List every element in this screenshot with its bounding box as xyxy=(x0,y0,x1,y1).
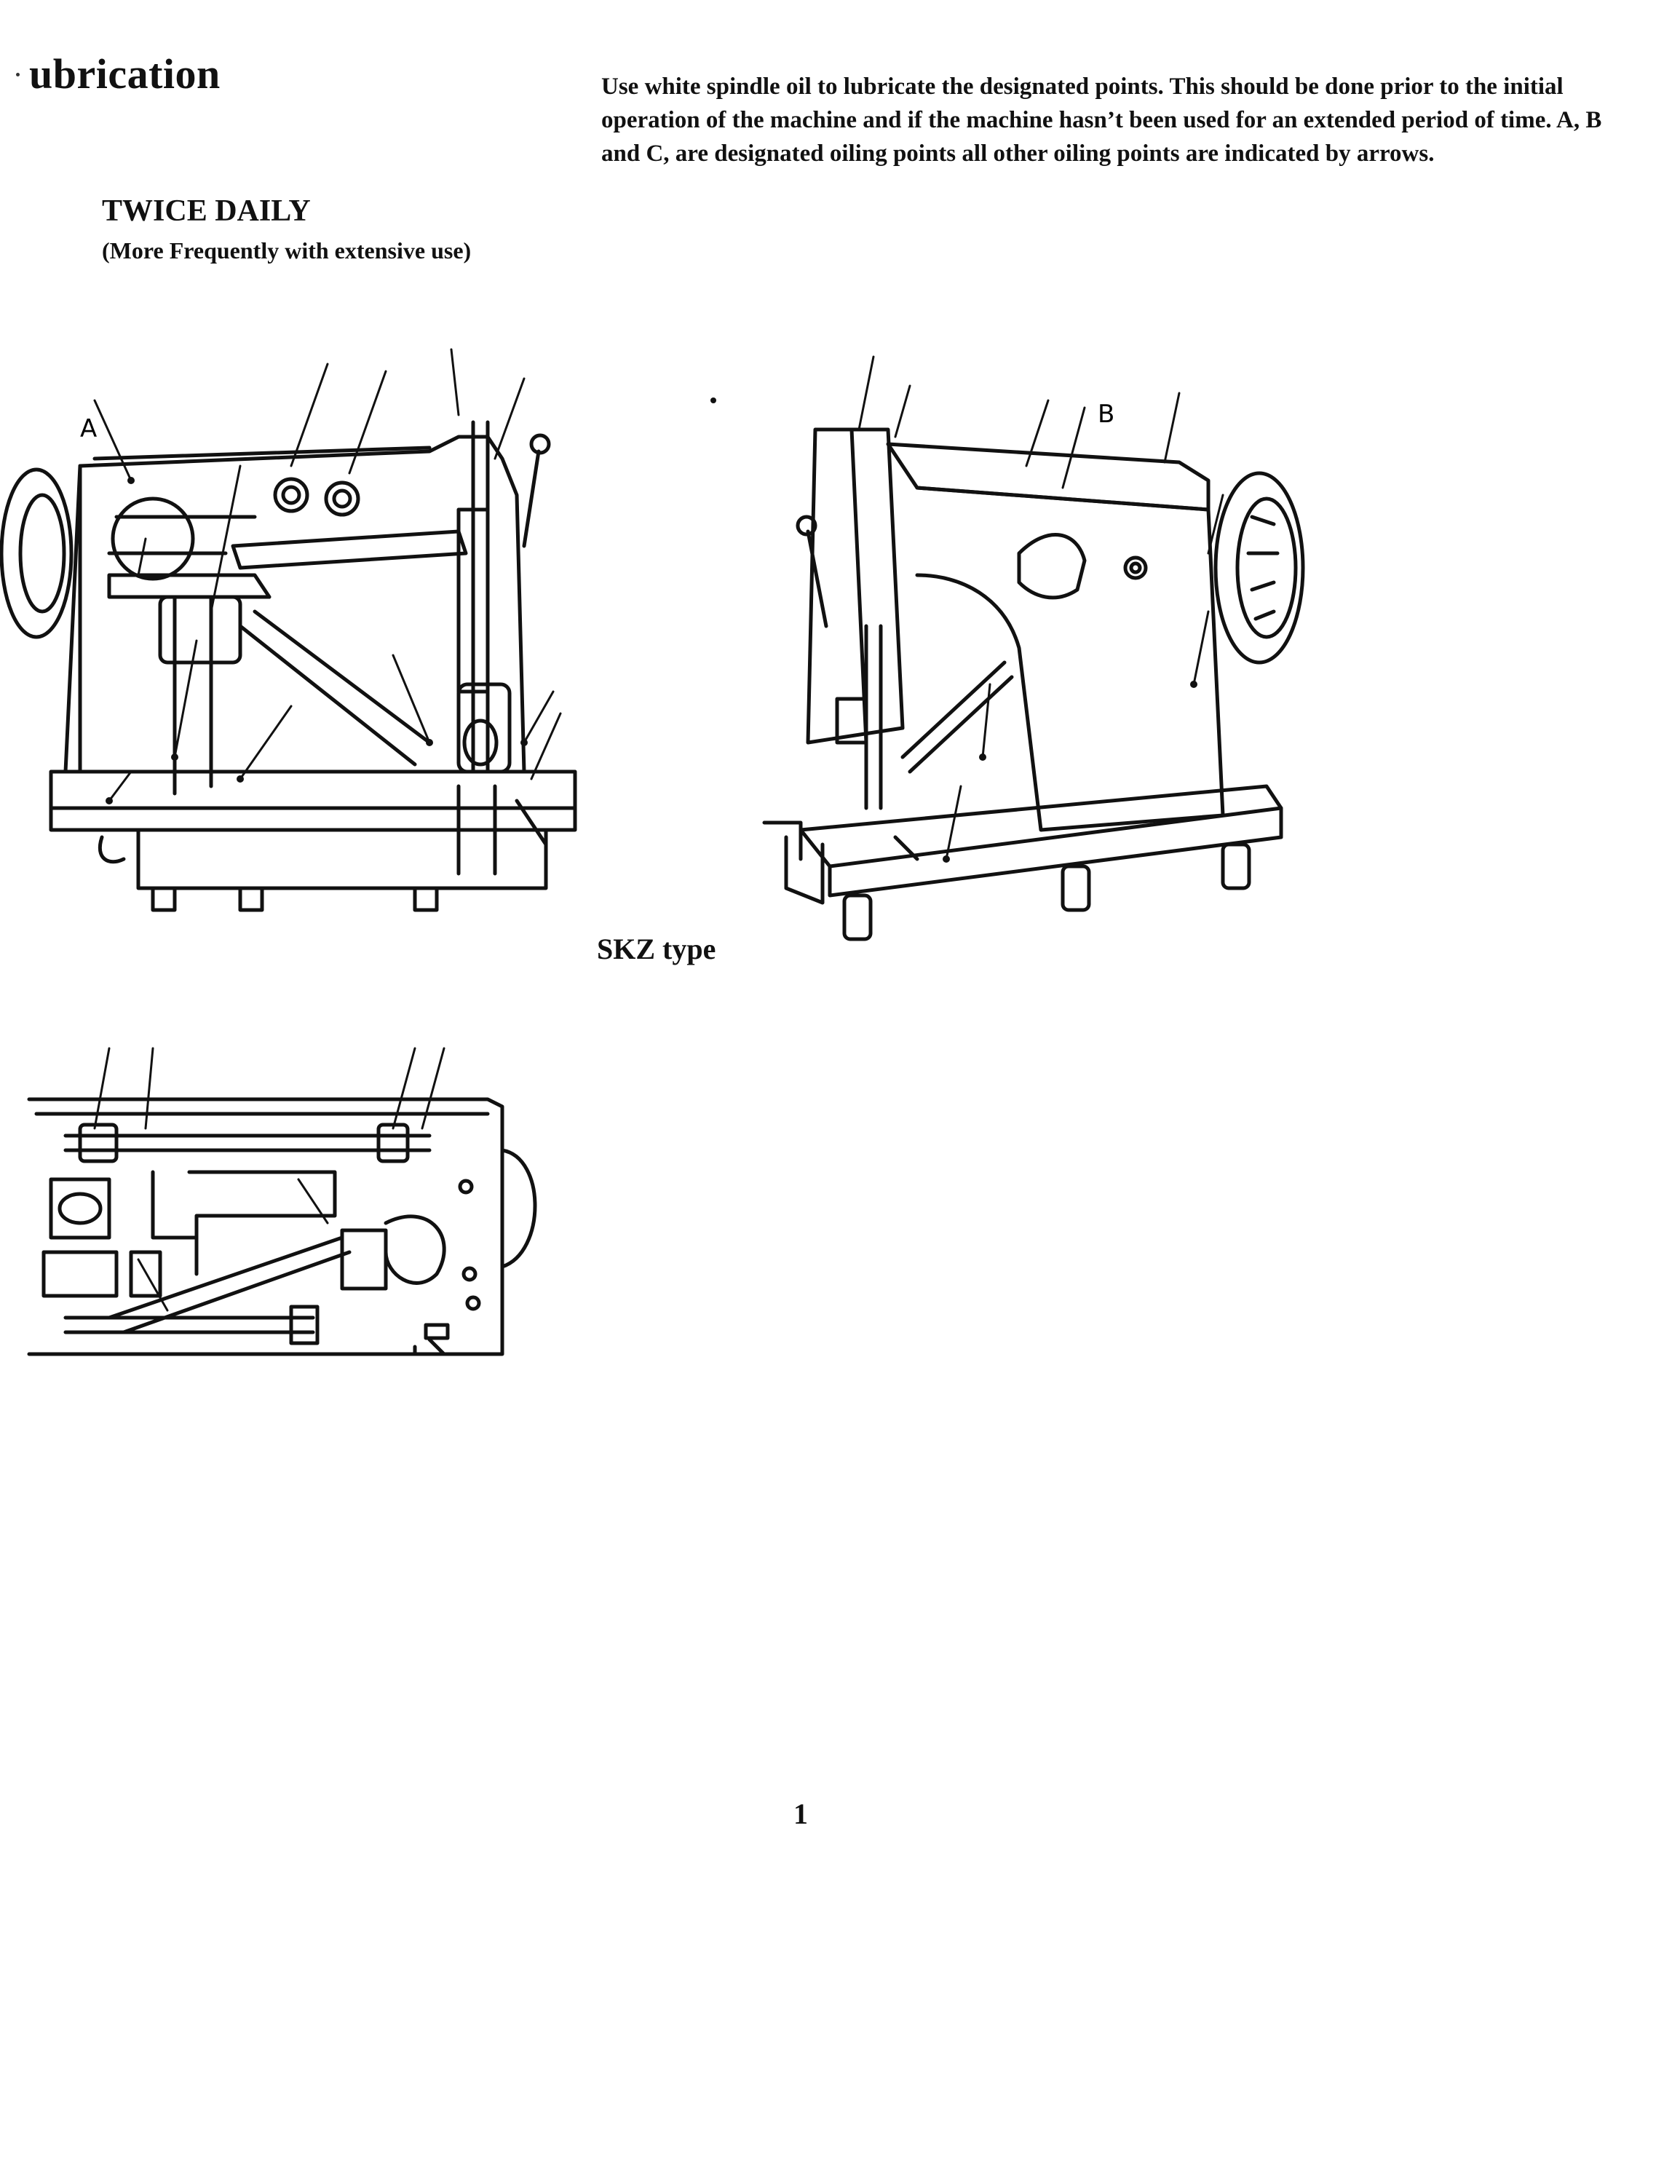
oiling-point-a-label: A xyxy=(80,414,97,443)
machine-underside-drawing xyxy=(27,1047,537,1356)
machine-rear-view-diagram: B xyxy=(699,335,1305,946)
figure-caption-skz-type: SKZ type xyxy=(597,933,716,965)
oiling-point-b-label: B xyxy=(1098,400,1114,429)
schedule-heading: TWICE DAILY xyxy=(102,194,311,228)
machine-rear-view-drawing: B xyxy=(710,355,1305,941)
machine-underside-diagram xyxy=(22,1034,560,1369)
page-number: 1 xyxy=(793,1797,808,1830)
lubrication-instructions: Use white spindle oil to lubricate the d… xyxy=(601,74,1602,167)
page-title: ubrication xyxy=(29,50,221,98)
schedule-note: (More Frequently with extensive use) xyxy=(102,237,472,264)
machine-front-view-diagram: A xyxy=(0,335,590,932)
machine-front-view-drawing: A xyxy=(0,348,577,912)
stray-mark xyxy=(16,73,20,76)
